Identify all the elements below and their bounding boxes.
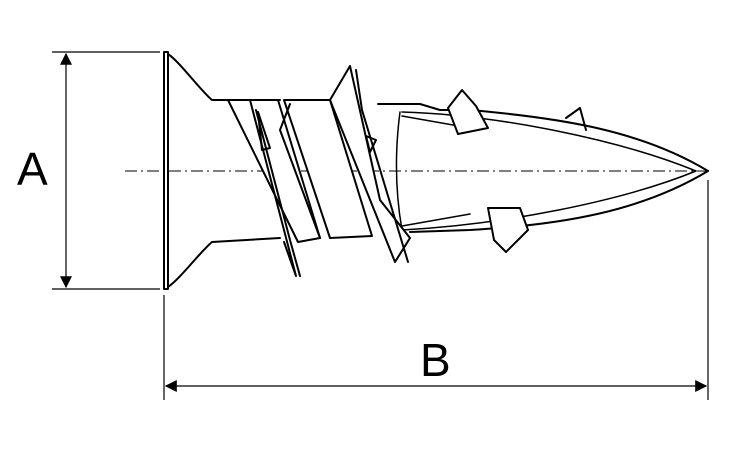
dimension-a-label: A	[17, 143, 48, 195]
thread-flight-2	[283, 99, 373, 239]
anchor-body	[163, 51, 709, 290]
dimension-a	[52, 51, 160, 290]
anchor-tip	[377, 103, 709, 233]
dimension-b	[163, 180, 709, 400]
barb-bottom	[487, 207, 529, 253]
thread-flight-4	[255, 109, 301, 277]
dimension-b-label: B	[420, 334, 451, 386]
barb-small	[565, 107, 587, 131]
anchor-head-cone	[167, 53, 281, 101]
barb-top	[447, 89, 489, 135]
anchor-head	[163, 51, 169, 290]
